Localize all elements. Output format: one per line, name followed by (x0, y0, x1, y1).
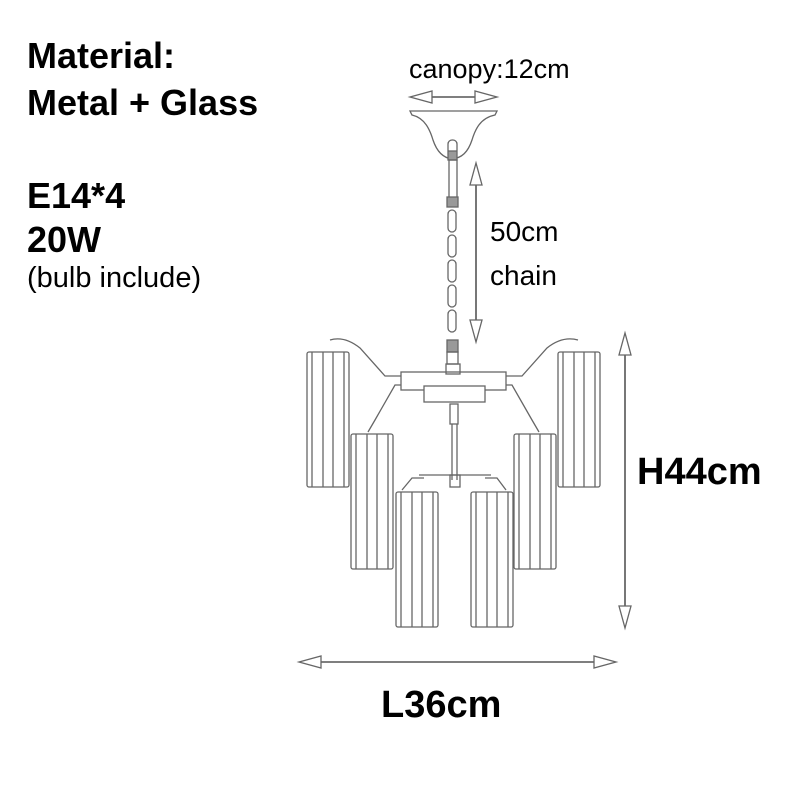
material-value: Metal + Glass (27, 82, 259, 123)
chandelier-body-icon (329, 338, 579, 491)
chain-length-label: 50cm (490, 216, 559, 247)
canopy-dimension-label: canopy:12cm (409, 54, 570, 84)
length-dimension-arrow (296, 655, 619, 669)
canopy-icon (408, 110, 499, 208)
chain-icon (446, 209, 459, 365)
chain-dimension-arrow (469, 160, 483, 345)
bulb-note: (bulb include) (27, 262, 202, 294)
chain-label: chain (490, 260, 557, 291)
canopy-dimension-arrow (407, 90, 500, 104)
wattage: 20W (27, 219, 102, 260)
length-label: L36cm (381, 684, 502, 726)
height-label: H44cm (637, 451, 762, 493)
bulb-base: E14*4 (27, 175, 126, 216)
material-label: Material: (27, 35, 176, 76)
height-dimension-arrow (618, 330, 632, 631)
glass-shade-icon (306, 351, 601, 628)
